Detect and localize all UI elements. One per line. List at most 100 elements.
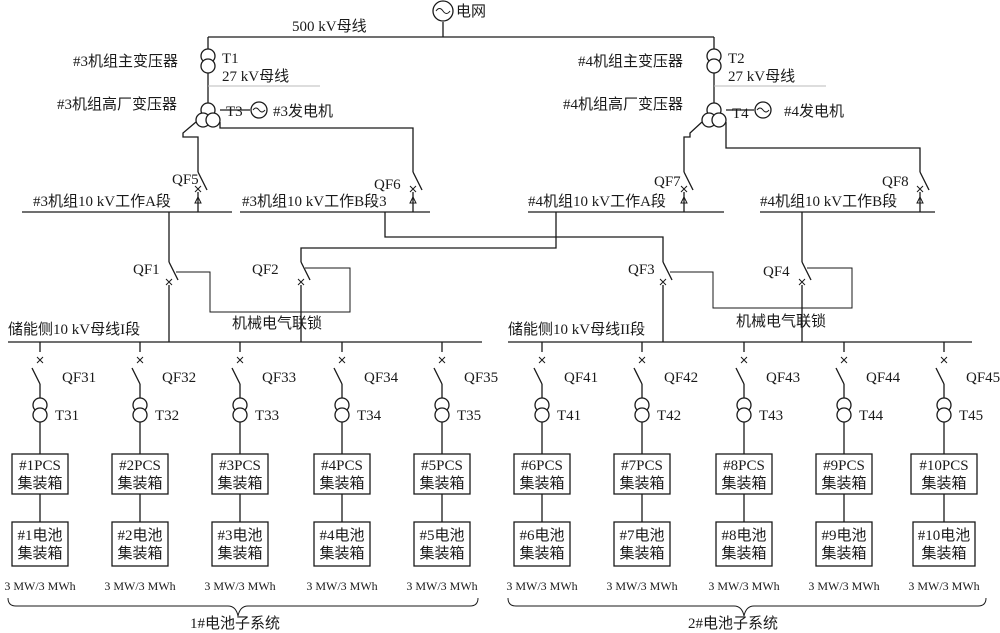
battery-container bbox=[715, 521, 773, 567]
branch-qf-label: QF45 bbox=[966, 370, 1000, 386]
battery-line2-label: 集装箱 bbox=[519, 545, 564, 562]
battery-label: #2电池 bbox=[117, 527, 162, 544]
battery-line2-label: 集装箱 bbox=[117, 545, 162, 562]
battery-container bbox=[413, 521, 471, 567]
battery-container bbox=[11, 521, 69, 567]
pcs-line2-label: 集装箱 bbox=[619, 475, 664, 492]
branch-rating: 3 MW/3 MWh bbox=[606, 579, 677, 593]
branch-qf-label: QF41 bbox=[564, 370, 598, 386]
grid-label: 电网 bbox=[456, 3, 486, 20]
pcs-label: #9PCS bbox=[823, 458, 865, 474]
pcs-label: #7PCS bbox=[621, 458, 663, 474]
branch-rating: 3 MW/3 MWh bbox=[306, 579, 377, 593]
battery-label: #10电池 bbox=[918, 527, 971, 544]
pcs-label: #5PCS bbox=[421, 458, 463, 474]
branch-transformer-label: T42 bbox=[657, 408, 681, 424]
branch-qf-label: QF42 bbox=[664, 370, 698, 386]
qf5-label: QF5 bbox=[172, 172, 199, 188]
unit4-t2-label: T2 bbox=[728, 51, 745, 67]
qf2-breaker bbox=[297, 261, 311, 342]
battery-label: #7电池 bbox=[619, 527, 664, 544]
pcs-container bbox=[413, 453, 471, 495]
branch-transformer-label: T41 bbox=[557, 408, 581, 424]
battery-line2-label: 集装箱 bbox=[17, 545, 62, 562]
battery-container bbox=[815, 521, 873, 567]
grid-source: 电网 bbox=[432, 0, 486, 37]
battery-label: #1电池 bbox=[17, 527, 62, 544]
pcs-line2-label: 集装箱 bbox=[519, 475, 564, 492]
pcs-line2-label: 集装箱 bbox=[821, 475, 866, 492]
branch-rating: 3 MW/3 MWh bbox=[104, 579, 175, 593]
unit4-bus27-label: 27 kV母线 bbox=[728, 68, 795, 85]
pcs-label: #10PCS bbox=[919, 458, 968, 474]
branch-transformer-label: T31 bbox=[55, 408, 79, 424]
branch-qf-label: QF35 bbox=[464, 370, 498, 386]
branch-rating: 3 MW/3 MWh bbox=[708, 579, 779, 593]
interlock-left-label: 机械电气联锁 bbox=[232, 315, 322, 332]
branch-rating: 3 MW/3 MWh bbox=[506, 579, 577, 593]
battery-label: #9电池 bbox=[821, 527, 866, 544]
feeder-4a-qf2 bbox=[300, 212, 557, 262]
battery-container bbox=[513, 521, 571, 567]
battery-line2-label: 集装箱 bbox=[619, 545, 664, 562]
pcs-label: #6PCS bbox=[521, 458, 563, 474]
subsystem-1-label: 1#电池子系统 bbox=[190, 615, 280, 632]
interlock-right bbox=[670, 267, 853, 309]
unit3-section-b-label: #3机组10 kV工作B段3 bbox=[242, 193, 387, 210]
pcs-label: #3PCS bbox=[219, 458, 261, 474]
branch-transformer-label: T44 bbox=[859, 408, 884, 424]
battery-container bbox=[111, 521, 169, 567]
unit3-aux-transformer-label: #3机组高厂变压器 bbox=[57, 96, 177, 113]
branch-transformer-label: T32 bbox=[155, 408, 179, 424]
pcs-container bbox=[211, 453, 269, 495]
pcs-line2-label: 集装箱 bbox=[921, 475, 966, 492]
pcs-line2-label: 集装箱 bbox=[17, 475, 62, 492]
unit4-main-transformer bbox=[706, 37, 722, 103]
pcs-container bbox=[613, 453, 671, 495]
battery-line2-label: 集装箱 bbox=[821, 545, 866, 562]
qf2-label: QF2 bbox=[252, 262, 279, 278]
pcs-container bbox=[11, 453, 69, 495]
qf8-breaker bbox=[916, 171, 930, 212]
pcs-label: #8PCS bbox=[723, 458, 765, 474]
unit4-main-transformer-label: #4机组主变压器 bbox=[578, 53, 683, 70]
unit3-main-transformer bbox=[200, 37, 216, 103]
unit4-section-a-label: #4机组10 kV工作A段 bbox=[528, 193, 666, 210]
branch-qf-label: QF44 bbox=[866, 370, 901, 386]
battery-line2-label: 集装箱 bbox=[217, 545, 262, 562]
pcs-container bbox=[513, 453, 571, 495]
pcs-line2-label: 集装箱 bbox=[721, 475, 766, 492]
branch-rating: 3 MW/3 MWh bbox=[808, 579, 879, 593]
battery-label: #5电池 bbox=[419, 527, 464, 544]
qf7-label: QF7 bbox=[654, 174, 681, 190]
branch-transformer-label: T43 bbox=[759, 408, 783, 424]
unit4-aux-transformer-label: #4机组高厂变压器 bbox=[563, 96, 683, 113]
battery-container bbox=[613, 521, 671, 567]
interlock-right-label: 机械电气联锁 bbox=[736, 313, 826, 330]
branch-qf-label: QF43 bbox=[766, 370, 800, 386]
unit3-generator-label: #3发电机 bbox=[273, 103, 333, 120]
unit4-t4-label: T4 bbox=[732, 106, 749, 122]
branch-qf-label: QF34 bbox=[364, 370, 399, 386]
bus-500kv-label: 500 kV母线 bbox=[292, 18, 367, 35]
feeder-3b-qf3 bbox=[384, 212, 664, 262]
unit3-main-transformer-label: #3机组主变压器 bbox=[73, 53, 178, 70]
qf1-breaker bbox=[165, 261, 179, 342]
battery-label: #3电池 bbox=[217, 527, 262, 544]
pcs-container bbox=[313, 453, 371, 495]
branch-transformer-label: T34 bbox=[357, 408, 382, 424]
unit3-section-a-label: #3机组10 kV工作A段 bbox=[33, 193, 171, 210]
battery-label: #4电池 bbox=[319, 527, 364, 544]
unit3-t1-label: T1 bbox=[222, 51, 239, 67]
pcs-label: #1PCS bbox=[19, 458, 61, 474]
branch-rating: 3 MW/3 MWh bbox=[204, 579, 275, 593]
